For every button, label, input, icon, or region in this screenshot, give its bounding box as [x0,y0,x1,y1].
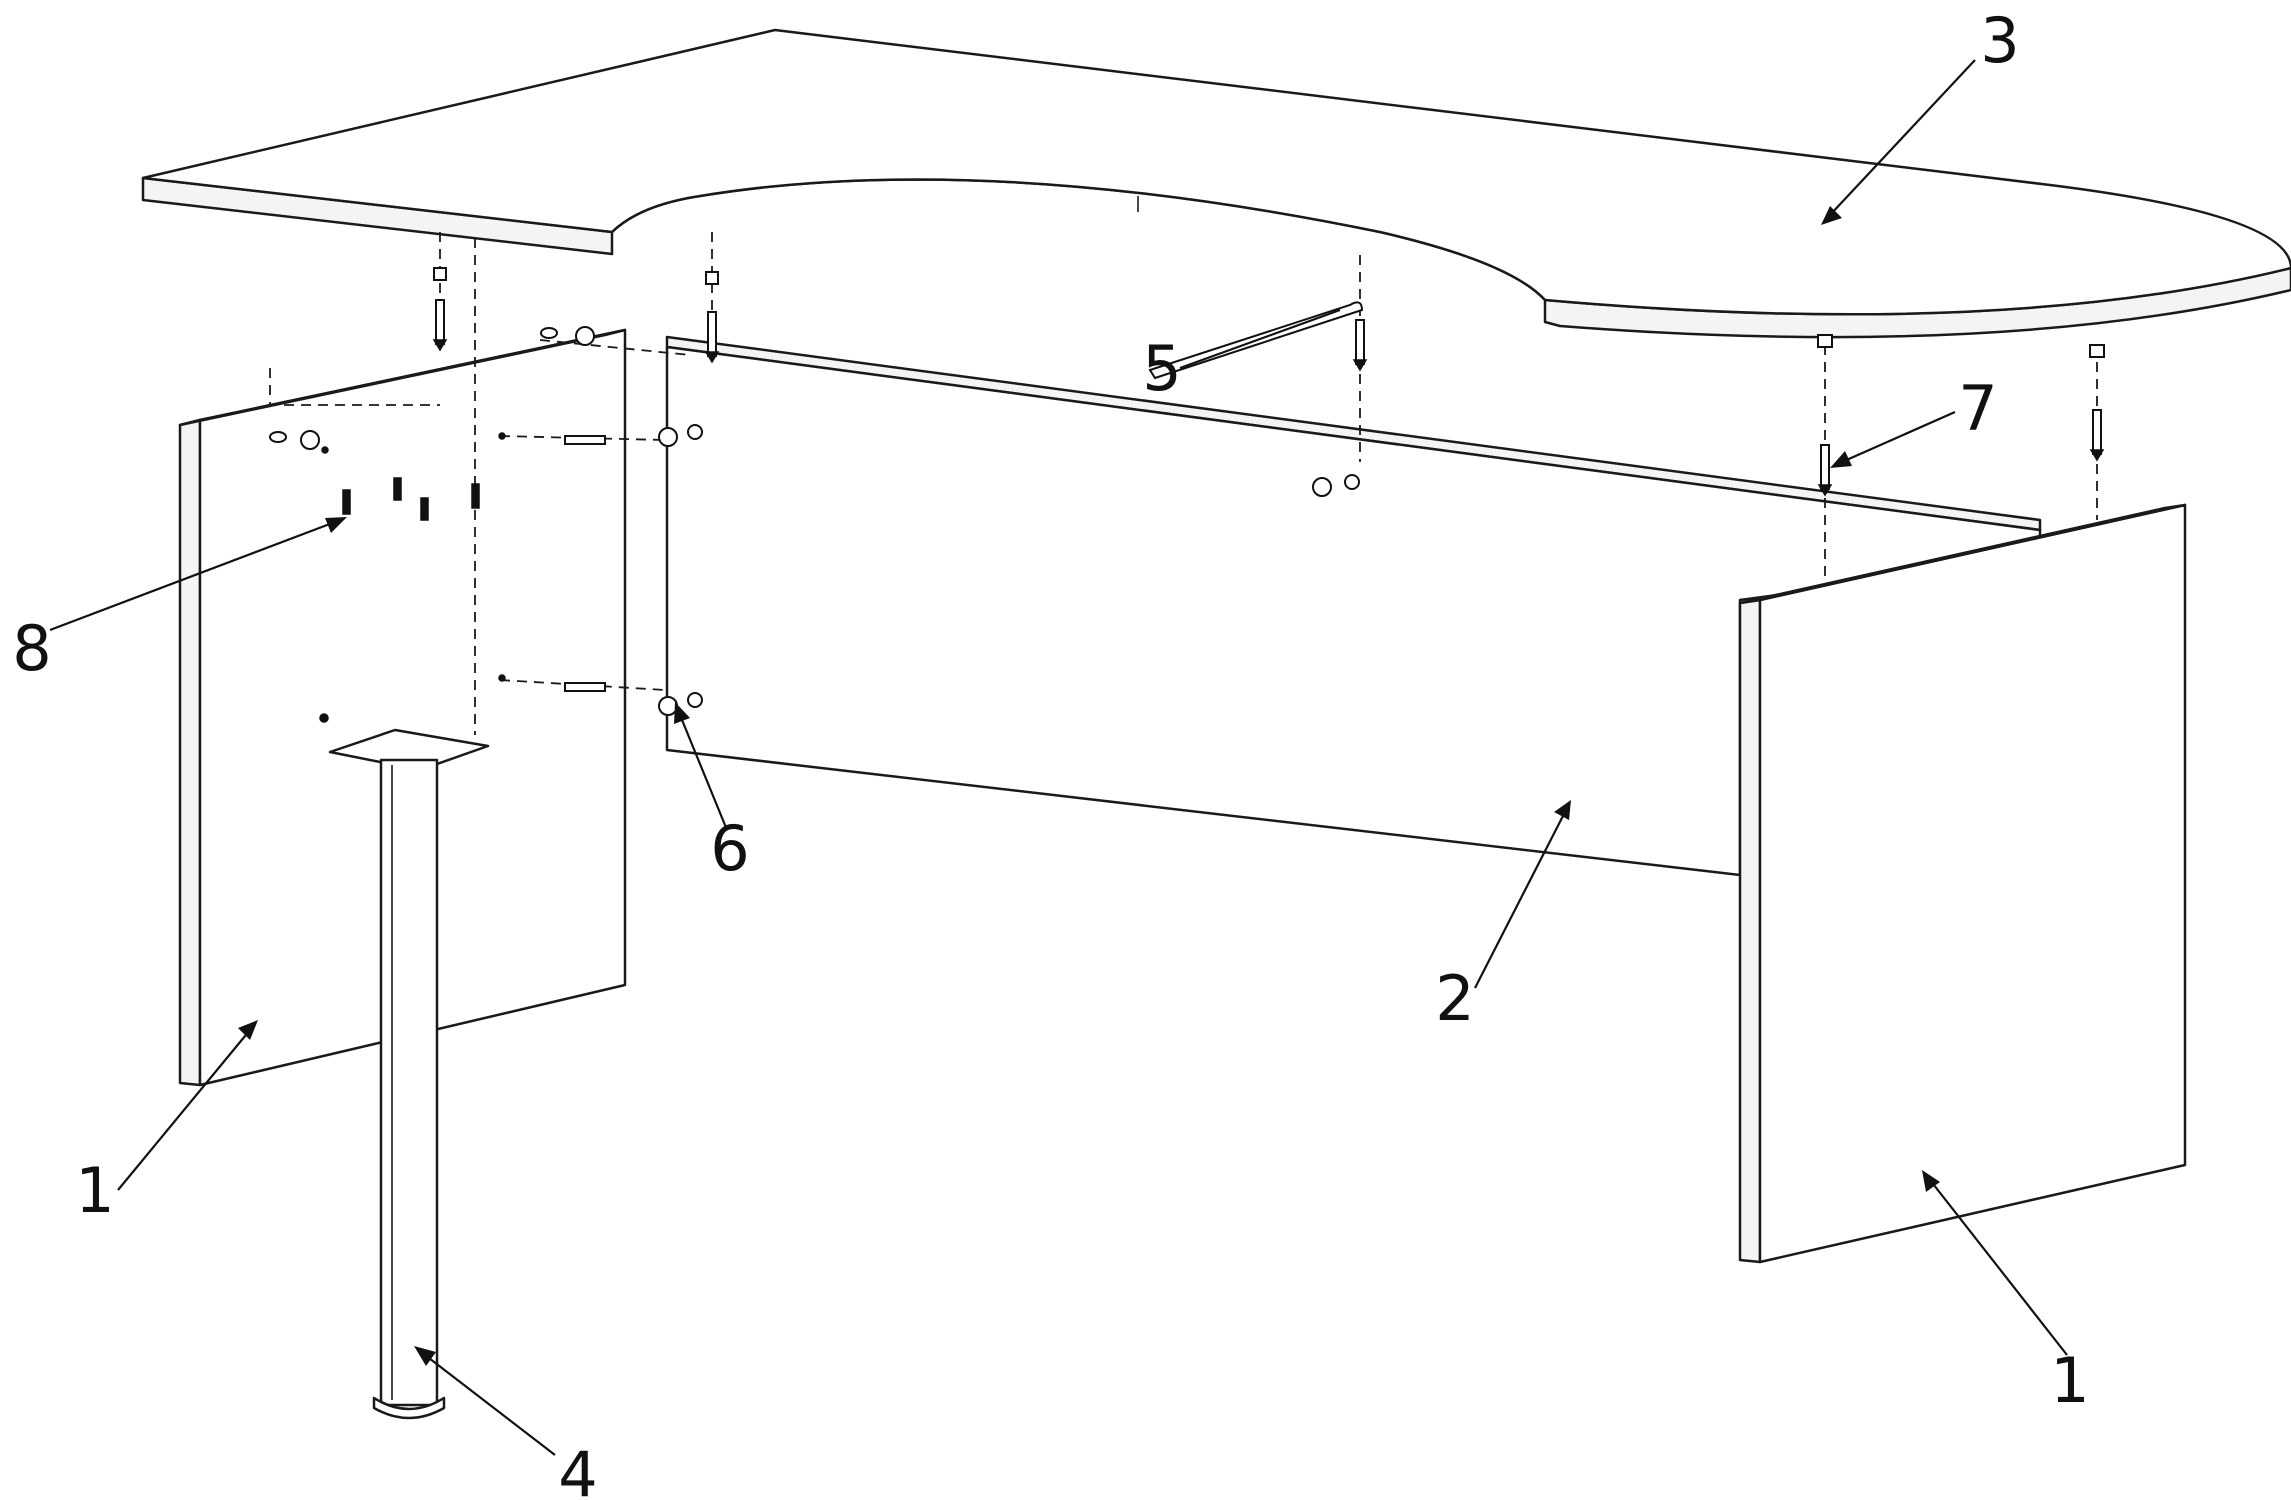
cam-bolt-icon [1352,319,1368,372]
cam-bolt-icon [1817,444,1833,497]
connector-bolt-icon [498,674,606,692]
connector-bolt-icon [498,432,606,445]
cam-lock-icon [658,424,703,447]
callout-leaders [49,59,2068,1456]
desktop-panel [141,28,2291,339]
callout-4: 4 [558,1438,597,1500]
callout-3: 3 [1980,4,2019,77]
callout-5: 5 [1142,332,1181,405]
screw-icon [471,483,480,509]
callout-labels: 1 1 2 3 4 5 6 7 8 [12,4,2089,1500]
cam-lock-icon [269,430,320,450]
dowel-icon [2089,344,2105,358]
callout-2: 2 [1435,962,1474,1035]
screw-icon [420,497,429,521]
dowel-icon [433,267,447,281]
dowel-icon [705,271,719,285]
cam-lock-icon [540,326,595,346]
screw-icon [393,477,402,501]
callout-7: 7 [1958,372,1997,445]
cam-lock-icon [1312,474,1360,497]
callout-1-left: 1 [75,1154,114,1227]
dowel-icon [1817,334,1833,348]
callout-6: 6 [710,812,749,885]
callout-8: 8 [12,612,51,685]
cam-lock-icon [658,692,703,716]
left-side-panel [178,328,627,1087]
modesty-panel [665,335,2042,877]
cam-bolt-icon [704,311,720,364]
cam-bolt-icon [432,299,448,352]
callout-1-right: 1 [2050,1344,2089,1417]
cam-bolt-icon [2089,409,2105,462]
support-leg [328,728,490,1420]
screw-icon [342,489,351,515]
right-side-panel [1738,503,2187,1264]
